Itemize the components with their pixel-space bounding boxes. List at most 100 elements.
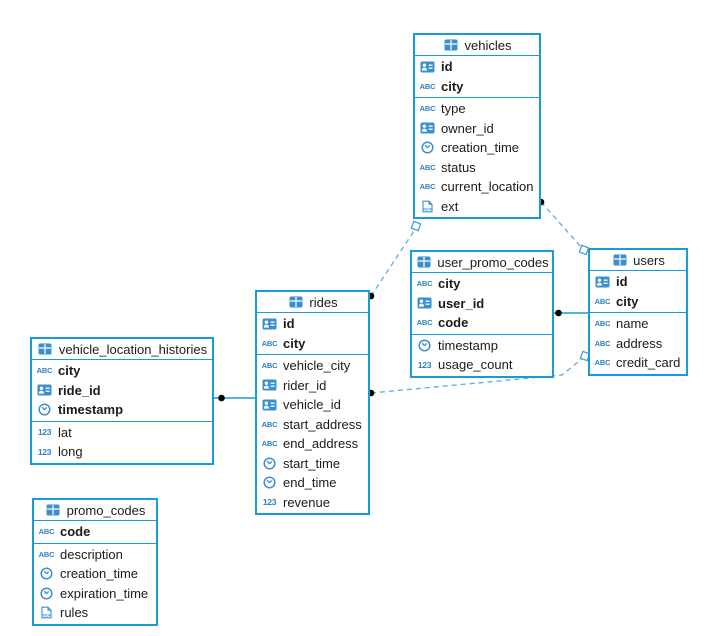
text-type-icon: ABC (261, 338, 278, 348)
column-row-creation_time[interactable]: creation_time (34, 564, 156, 584)
time-type-icon (38, 567, 55, 580)
number-type-icon: 123 (37, 427, 52, 438)
column-row-ride_id[interactable]: ride_id (32, 381, 212, 401)
column-row-vehicle_id[interactable]: vehicle_id (257, 395, 368, 415)
column-name: rules (60, 605, 89, 621)
column-row-type[interactable]: ABC type (415, 99, 539, 119)
column-row-id[interactable]: id (415, 57, 539, 77)
table-header[interactable]: vehicles (415, 35, 539, 56)
id-type-icon (419, 61, 436, 73)
table-header[interactable]: user_promo_codes (412, 252, 552, 273)
column-name: expiration_time (60, 585, 149, 601)
relationship-line-vehicles-users[interactable] (540, 201, 584, 250)
column-row-creation_time[interactable]: creation_time (415, 138, 539, 158)
relationship-line-rides-users[interactable] (370, 357, 584, 394)
column-row-id[interactable]: id (590, 272, 686, 292)
time-type-icon (38, 587, 55, 600)
column-name: id (441, 59, 453, 75)
column-row-expiration_time[interactable]: expiration_time (34, 584, 156, 604)
table-header[interactable]: rides (257, 292, 368, 313)
column-name: usage_count (438, 357, 513, 373)
table-header[interactable]: users (590, 250, 686, 271)
column-name: id (283, 316, 295, 332)
table-header[interactable]: promo_codes (34, 500, 156, 521)
column-row-timestamp[interactable]: timestamp (32, 400, 212, 420)
relationship-line-rides-vehicles[interactable] (370, 227, 417, 297)
time-type-icon (419, 141, 436, 154)
column-name: ride_id (58, 382, 101, 398)
column-row-city[interactable]: ABC city (415, 77, 539, 97)
column-row-usage_count[interactable]: 123 usage_count (412, 355, 552, 375)
column-row-owner_id[interactable]: owner_id (415, 119, 539, 139)
column-row-ext[interactable]: JSON ext (415, 197, 539, 217)
column-row-city[interactable]: ABC city (590, 292, 686, 312)
column-row-start_time[interactable]: start_time (257, 454, 368, 474)
column-name: user_id (438, 295, 485, 311)
text-type-icon: ABC (594, 296, 611, 306)
column-name: city (616, 293, 639, 309)
column-name: end_time (283, 475, 337, 491)
time-type-icon (416, 339, 433, 352)
number-type-icon: 123 (417, 359, 432, 370)
text-type-icon: ABC (594, 319, 611, 329)
id-type-icon (416, 297, 433, 309)
time-type-icon (261, 476, 278, 489)
column-name: type (441, 101, 466, 117)
column-name: vehicle_id (283, 397, 341, 413)
id-type-icon (36, 384, 53, 396)
text-type-icon: ABC (419, 104, 436, 114)
column-name: creation_time (60, 566, 139, 582)
text-type-icon: ABC (416, 279, 433, 289)
table-header[interactable]: vehicle_location_histories (32, 339, 212, 360)
columns-section: timestamp 123 usage_count (412, 335, 552, 376)
column-row-rider_id[interactable]: rider_id (257, 376, 368, 396)
table-icon (45, 504, 62, 516)
column-row-user_id[interactable]: user_id (412, 294, 552, 314)
column-name: timestamp (58, 402, 124, 418)
column-name: start_address (283, 416, 362, 432)
column-row-id[interactable]: id (257, 314, 368, 334)
column-name: id (616, 274, 628, 290)
table-icon (415, 256, 432, 268)
column-name: city (441, 78, 464, 94)
time-type-icon (36, 403, 53, 416)
column-row-rules[interactable]: JSON rules (34, 603, 156, 623)
column-name: city (283, 335, 306, 351)
text-type-icon: ABC (419, 81, 436, 91)
table-icon (287, 296, 304, 308)
text-type-icon: ABC (419, 162, 436, 172)
column-row-timestamp[interactable]: timestamp (412, 336, 552, 356)
column-row-city[interactable]: ABC city (257, 334, 368, 354)
svg-text:JSON: JSON (423, 207, 433, 211)
column-row-end_time[interactable]: end_time (257, 473, 368, 493)
table-name: vehicle_location_histories (58, 341, 208, 357)
